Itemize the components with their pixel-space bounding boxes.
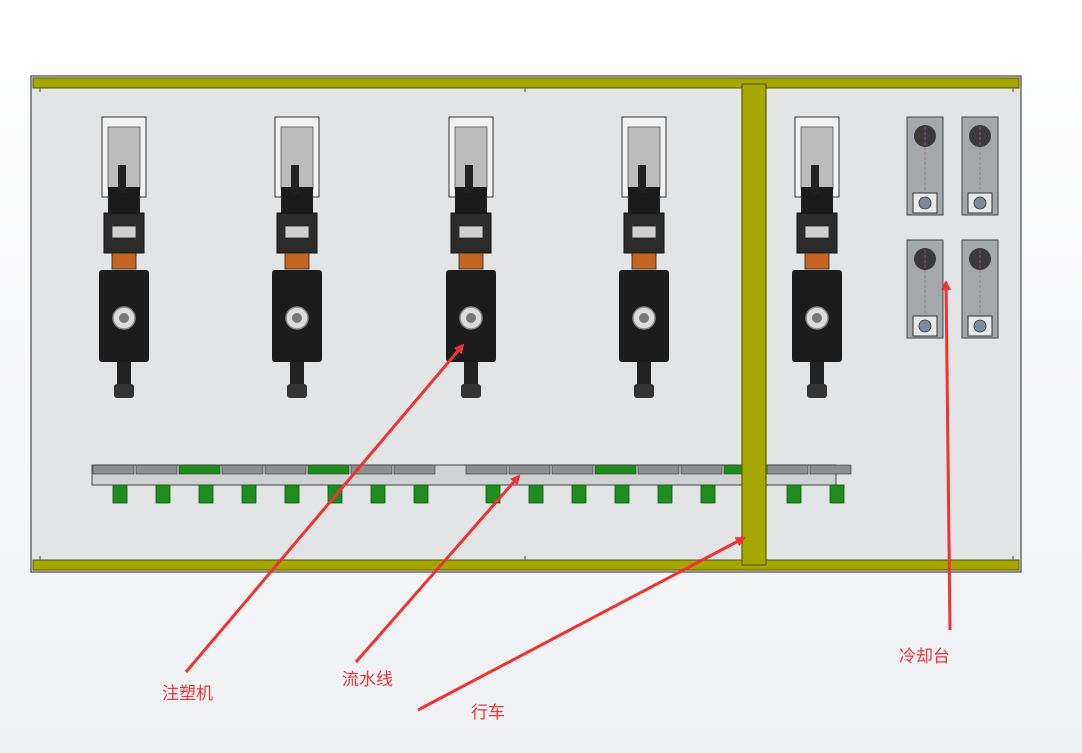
injection-machines (99, 116, 842, 398)
conveyor-leg (284, 484, 300, 504)
cooling-vent (914, 125, 936, 147)
machine-window (631, 225, 657, 239)
conveyor-segment (307, 464, 350, 475)
cooling-tables (906, 116, 999, 339)
conveyor-leg (155, 484, 171, 504)
machine-rod (811, 165, 819, 193)
machine-accent (111, 252, 137, 270)
machine-window (111, 225, 137, 239)
machine-window (284, 225, 310, 239)
conveyor-segment (178, 464, 221, 475)
machine-accent (631, 252, 657, 270)
machine-port-core (292, 313, 302, 323)
machine-nozzle-tip (287, 384, 307, 398)
conveyor-segment (508, 464, 551, 475)
top-rail (32, 77, 1020, 89)
label-cooling-table: 冷却台 (899, 647, 950, 667)
conveyor-leg (485, 484, 501, 504)
conveyor-segment (264, 464, 307, 475)
injection-machine-1 (99, 116, 149, 398)
conveyor-segment (680, 464, 723, 475)
arrow-crane (417, 536, 746, 712)
conveyor-leg (198, 484, 214, 504)
machine-window (804, 225, 830, 239)
cooling-station-3 (906, 239, 944, 339)
conveyor-leg (786, 484, 802, 504)
arrow-cooling-table (941, 280, 952, 631)
conveyor-leg (829, 484, 845, 504)
cooling-vent (969, 248, 991, 270)
assembly-line-conveyor (91, 464, 852, 504)
cooling-vent (914, 248, 936, 270)
conveyor-leg (528, 484, 544, 504)
conveyor-segment (637, 464, 680, 475)
conveyor-leg (657, 484, 673, 504)
conveyor-segment (465, 464, 508, 475)
label-crane: 行车 (471, 703, 505, 723)
machine-nozzle (637, 362, 651, 384)
cooling-vent (969, 125, 991, 147)
conveyor-leg (413, 484, 429, 504)
machine-window (458, 225, 484, 239)
conveyor-leg (571, 484, 587, 504)
conveyor-segment (221, 464, 264, 475)
machine-nozzle (810, 362, 824, 384)
machine-port-core (812, 313, 822, 323)
machine-rod (465, 165, 473, 193)
cooling-station-2 (961, 116, 999, 216)
conveyor-segment (92, 464, 135, 475)
machine-accent (458, 252, 484, 270)
bottom-rail (32, 559, 1020, 571)
cooling-valve-knob (918, 196, 932, 210)
conveyor-segment (766, 464, 809, 475)
cooling-valve-knob (973, 196, 987, 210)
machine-port-core (466, 313, 476, 323)
conveyor-segment (551, 464, 594, 475)
machine-port-core (639, 313, 649, 323)
machine-nozzle-tip (807, 384, 827, 398)
conveyor-segment (350, 464, 393, 475)
machine-nozzle (464, 362, 478, 384)
crane-bridge (741, 83, 767, 566)
injection-machine-2 (272, 116, 322, 398)
injection-machine-3 (446, 116, 496, 398)
injection-machine-4 (619, 116, 669, 398)
injection-machine-5 (792, 116, 842, 398)
machine-port-core (119, 313, 129, 323)
conveyor-segment (594, 464, 637, 475)
machine-accent (284, 252, 310, 270)
machine-accent (804, 252, 830, 270)
arrow-injection-machine (184, 343, 465, 673)
machine-nozzle (117, 362, 131, 384)
label-assembly-line: 流水线 (342, 670, 393, 690)
conveyor-segment (135, 464, 178, 475)
machine-rod (118, 165, 126, 193)
conveyor-segment (809, 464, 852, 475)
conveyor-leg (370, 484, 386, 504)
workshop-floor (30, 75, 1022, 573)
conveyor-segment (393, 464, 436, 475)
cooling-valve-knob (918, 319, 932, 333)
machine-nozzle-tip (114, 384, 134, 398)
cooling-valve-knob (973, 319, 987, 333)
machine-nozzle (290, 362, 304, 384)
machine-nozzle-tip (634, 384, 654, 398)
cooling-station-4 (961, 239, 999, 339)
machine-rod (291, 165, 299, 193)
conveyor-leg (700, 484, 716, 504)
conveyor-leg (614, 484, 630, 504)
cooling-station-1 (906, 116, 944, 216)
machine-rod (638, 165, 646, 193)
rail-notches (39, 88, 1014, 560)
machine-clamp (796, 212, 838, 254)
conveyor-leg (112, 484, 128, 504)
label-injection-machine: 注塑机 (162, 684, 213, 704)
conveyor-leg (241, 484, 257, 504)
arrow-assembly-line (354, 474, 521, 663)
machine-nozzle-tip (461, 384, 481, 398)
